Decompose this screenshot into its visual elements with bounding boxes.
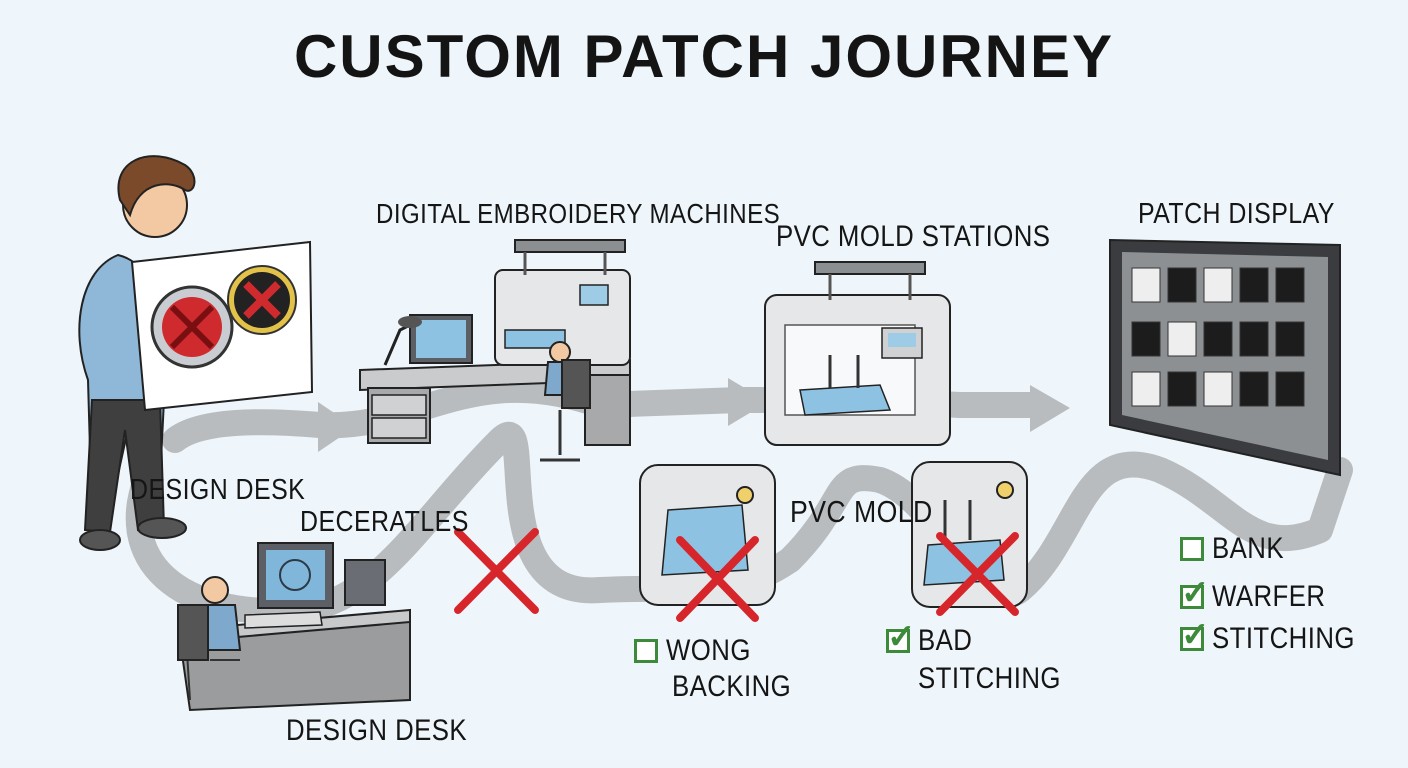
patch-display-board-icon (1109, 238, 1341, 477)
patch-grid (1131, 267, 1305, 407)
label-pvc-stations: PVC MOLD STATIONS (776, 220, 1051, 253)
flow-arrowheads (318, 378, 1070, 452)
checkbox-icon (634, 639, 658, 663)
reject-x-icon (936, 532, 1019, 616)
pvc-mold-machine-icon-lower (639, 461, 1028, 608)
check-label: WARFER (1212, 580, 1326, 613)
page-title: CUSTOM PATCH JOURNEY (293, 23, 1115, 90)
check-label: WONG (666, 634, 751, 667)
check-label: BAD (918, 624, 973, 657)
label-design-desk-upper: DESIGN DESK (130, 474, 306, 506)
checklist-wong-row: WONG (634, 634, 765, 668)
checkbox-icon: ✓ (1180, 576, 1210, 610)
reject-x-icon (454, 528, 539, 614)
checkmark-icon: ✓ (1181, 616, 1210, 654)
label-pvc-mold: PVC MOLD (790, 494, 933, 529)
label-embroidery: DIGITAL EMBROIDERY MACHINES (376, 198, 781, 229)
label-decerates: DECERATLES (300, 506, 469, 538)
checkmark-icon: ✓ (1181, 574, 1210, 612)
checklist-bad-row: ✓ BAD (886, 620, 981, 658)
reject-x-icon (676, 536, 759, 622)
reject-marks (454, 528, 1019, 622)
arrowhead-3 (1030, 385, 1070, 432)
label-patch-display: PATCH DISPLAY (1138, 198, 1335, 230)
check-label: STITCHING (1212, 622, 1355, 655)
checkmark-icon: ✓ (887, 618, 916, 656)
computer-desk-icon (177, 542, 411, 712)
label-design-desk-lower: DESIGN DESK (286, 714, 468, 747)
checklist-warfer-row: ✓ WARFER (1180, 576, 1344, 614)
pvc-mold-machine-icon (764, 261, 951, 446)
check-label: STITCHING (918, 662, 1061, 695)
checkbox-icon: ✓ (1180, 618, 1210, 652)
checkbox-icon: ✓ (886, 620, 916, 654)
person-icon (78, 155, 196, 551)
checklist-bank-row: BANK (1180, 532, 1296, 566)
check-label: BANK (1212, 532, 1284, 565)
checkbox-icon (1180, 537, 1204, 561)
check-label: BACKING (672, 670, 792, 703)
arrowhead-2 (728, 378, 768, 426)
arrowhead-1 (318, 402, 355, 452)
patch-sheet-icon (130, 240, 314, 412)
checklist-stitching-row: ✓ STITCHING (1180, 618, 1378, 656)
embroidery-machine-icon (359, 239, 631, 462)
